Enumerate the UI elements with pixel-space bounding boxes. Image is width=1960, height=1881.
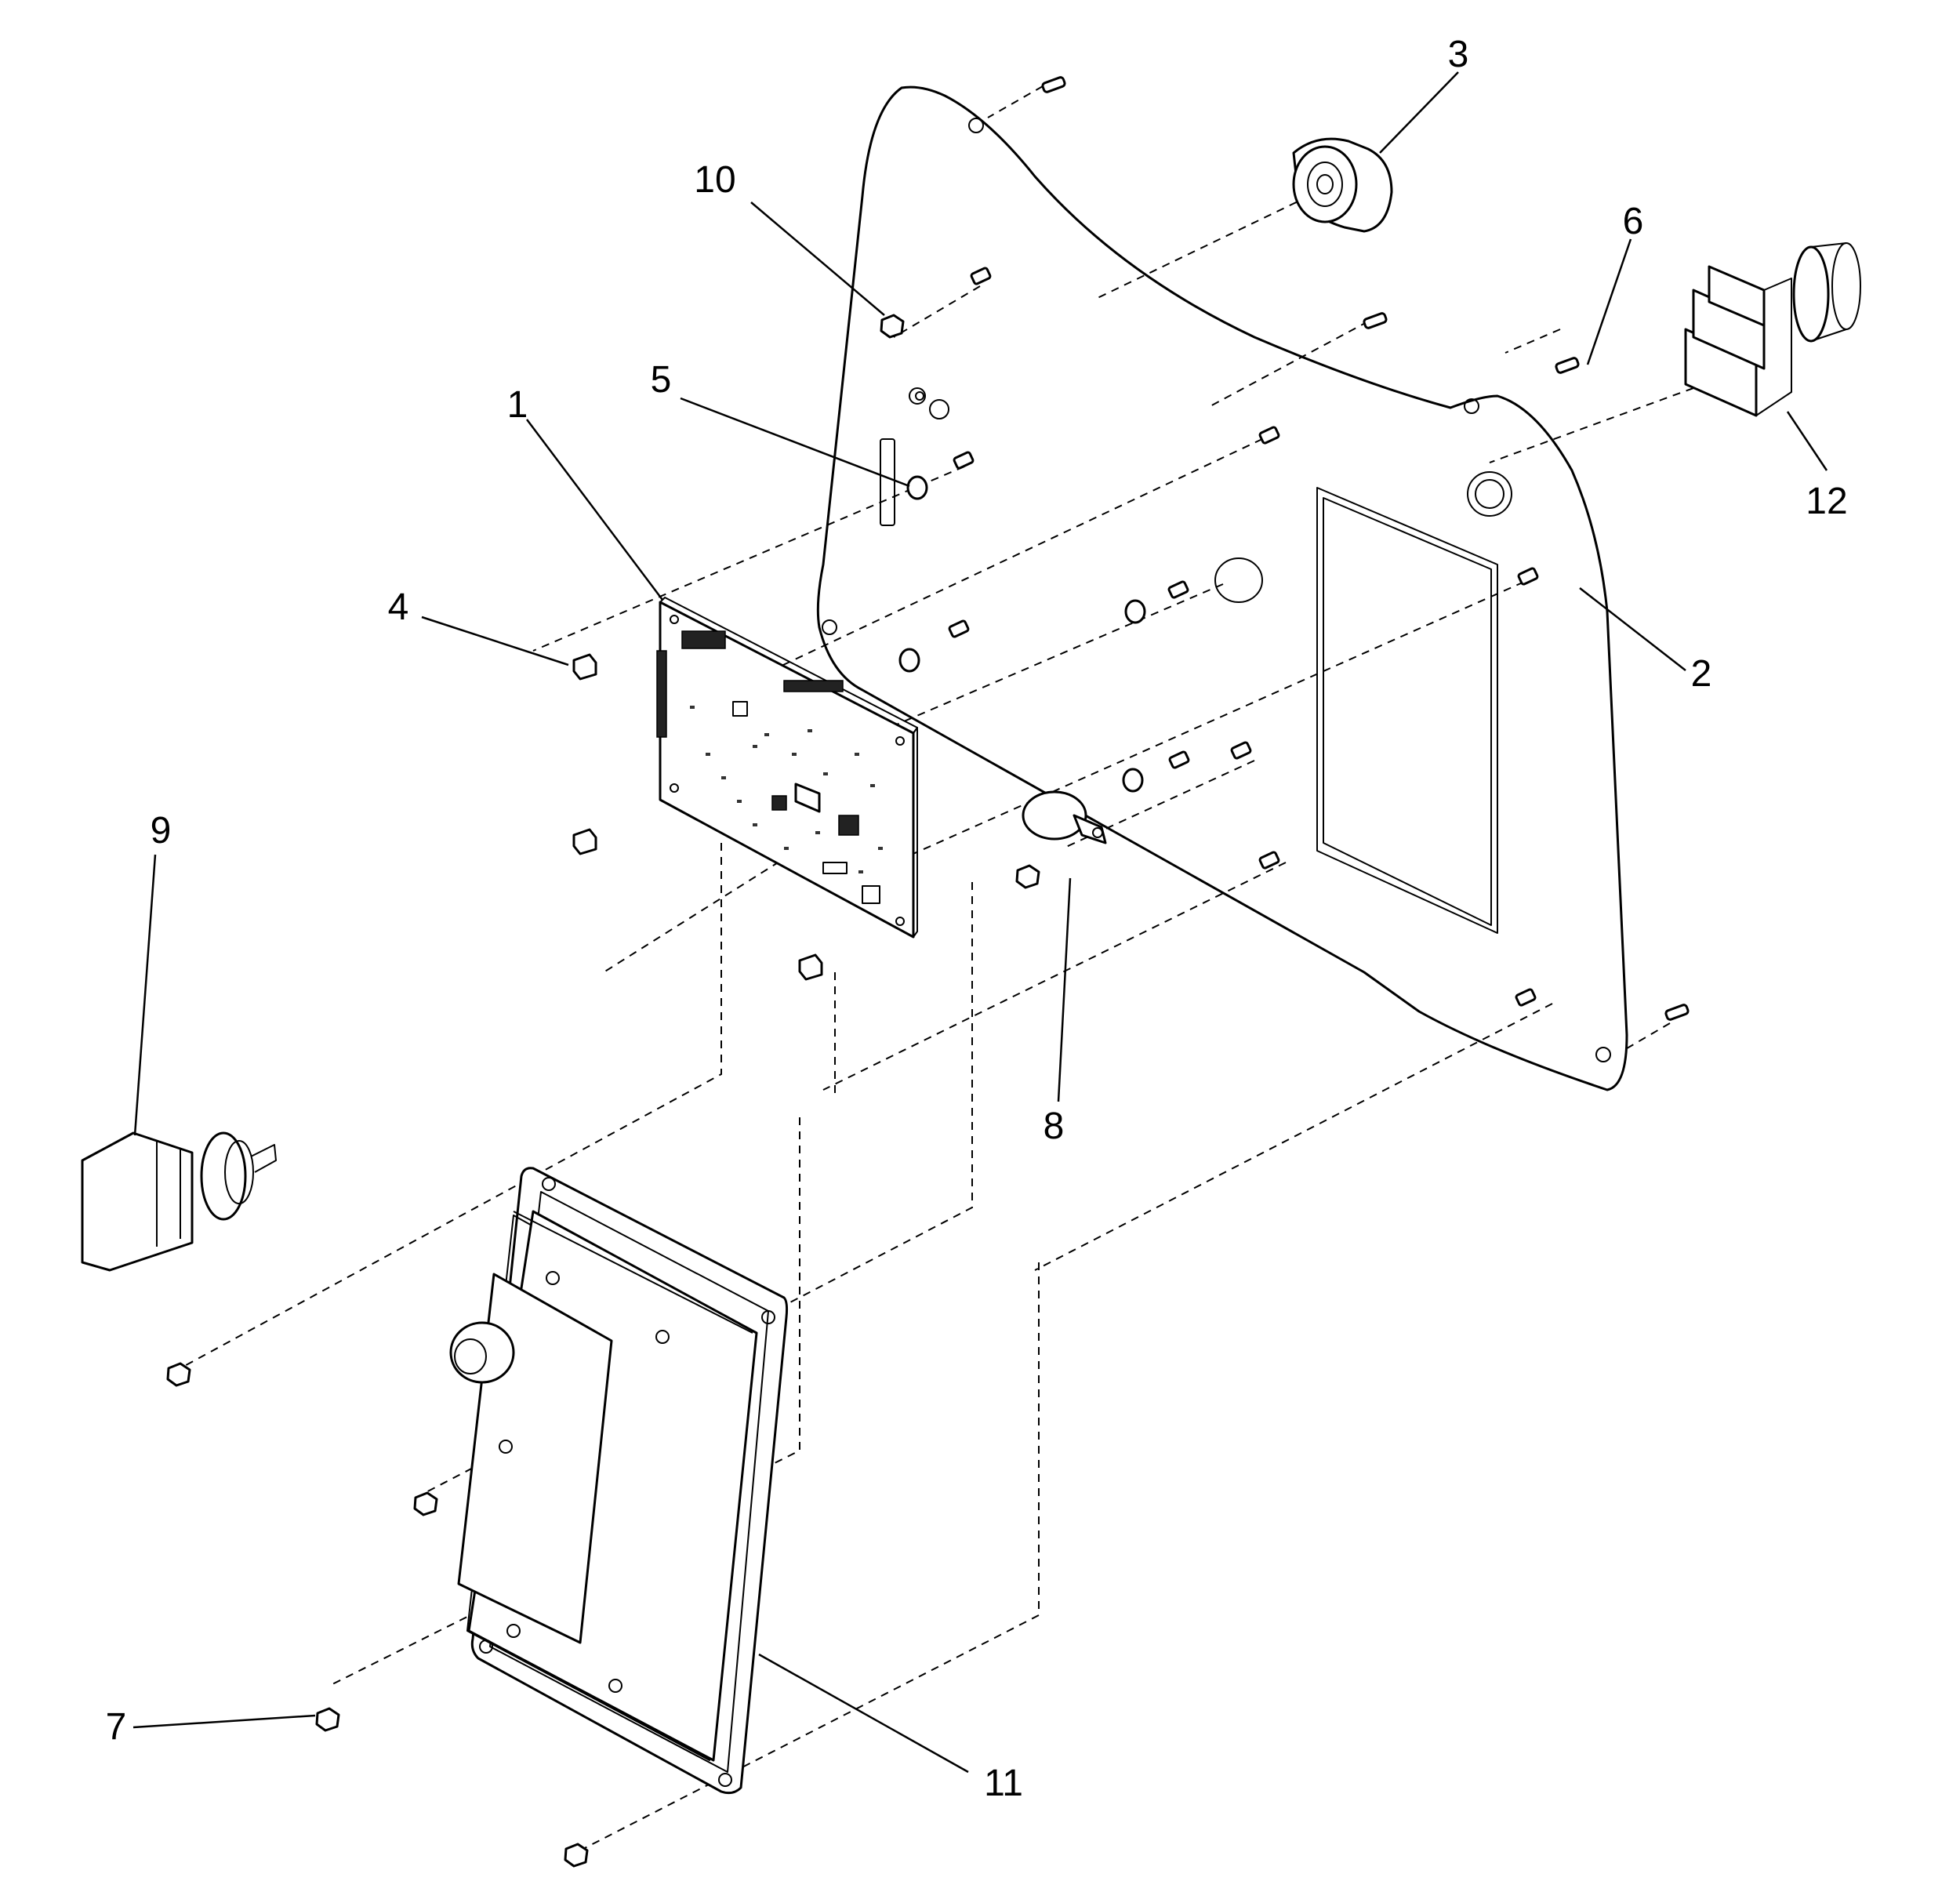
callout-11: 11 (984, 1763, 1023, 1804)
callout-12: 12 (1806, 481, 1847, 522)
callouts: 1 2 3 4 5 6 7 8 9 10 11 12 (106, 34, 1848, 1804)
callout-6: 6 (1623, 201, 1644, 242)
callout-4: 4 (388, 586, 409, 628)
callout-10: 10 (694, 159, 735, 201)
leader-lines (132, 71, 1828, 1774)
cable-clamp (1022, 790, 1107, 844)
callout-8: 8 (1044, 1106, 1065, 1147)
assembly-lines (180, 85, 1694, 1851)
callout-7: 7 (106, 1706, 127, 1748)
panel-plate (816, 85, 1628, 1091)
emergency-stop-switch (1684, 242, 1861, 417)
callout-2: 2 (1691, 653, 1712, 695)
callout-5: 5 (651, 359, 672, 401)
knob (1292, 137, 1393, 233)
hardware (166, 76, 1690, 1868)
circuit-board (656, 597, 918, 939)
callout-3: 3 (1448, 34, 1469, 75)
display-enclosure (449, 1167, 789, 1795)
selector-switch (81, 1131, 277, 1272)
callout-1: 1 (507, 384, 528, 426)
callout-9: 9 (151, 810, 172, 852)
